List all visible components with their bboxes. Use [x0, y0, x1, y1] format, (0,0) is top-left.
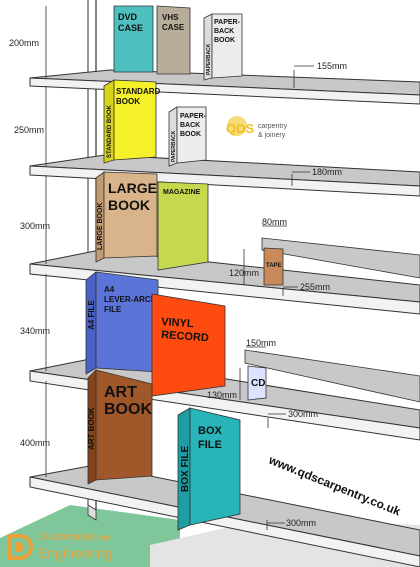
- qds-logo-tag1: carpentry: [258, 123, 288, 130]
- paperback-2-label-2: BACK: [180, 122, 200, 129]
- a4-file-label-1: A4: [104, 285, 115, 294]
- tape-label: TAPE: [266, 263, 282, 269]
- dvd-case: DVD CASE: [113, 5, 154, 73]
- engineering-discoveries-logo-icon: [8, 534, 33, 560]
- vhs-label-2: CASE: [162, 23, 185, 32]
- dvd-label-2: CASE: [118, 23, 143, 33]
- box-file-spine: BOX FILE: [180, 446, 191, 492]
- dvd-label-1: DVD: [118, 12, 138, 22]
- paperback-top-label-2: BACK: [214, 28, 234, 35]
- dim-255: 255mm: [300, 282, 330, 292]
- dim-155: 155mm: [317, 61, 347, 71]
- a4-lever-arch-file: A4 LEVER-ARCH FILE A4 FILE: [85, 271, 159, 375]
- magazine: MAGAZINE: [157, 181, 209, 271]
- vhs-case: VHS CASE: [156, 5, 191, 75]
- a4-file-label-3: FILE: [104, 305, 122, 314]
- dim-400: 400mm: [20, 438, 50, 448]
- large-book-label-2: BOOK: [108, 197, 150, 213]
- cd-case: CD: [247, 365, 267, 401]
- standard-book-label-2: BOOK: [116, 97, 140, 106]
- dim-300: 300mm: [20, 221, 50, 231]
- dim-300a: 300mm: [288, 409, 318, 419]
- dim-150: 150mm: [246, 338, 276, 348]
- dim-callouts: [239, 65, 314, 530]
- a4-file-label-2: LEVER-ARCH: [104, 295, 157, 304]
- paperback-top-spine: PAPERBACK: [206, 43, 212, 75]
- paperback-book-top: PAPER- BACK BOOK PAPERBACK: [203, 13, 243, 81]
- dim-180: 180mm: [312, 167, 342, 177]
- cd-label: CD: [251, 378, 265, 389]
- watermark-line1: Discoveries.com: [38, 531, 113, 543]
- paperback-top-label-3: BOOK: [214, 37, 235, 44]
- standard-book-label-1: STANDARD: [116, 87, 161, 96]
- qds-logo: QDS carpentry & joinery: [226, 116, 288, 139]
- large-book: LARGE BOOK LARGE BOOK: [95, 171, 158, 263]
- paperback-2-label-3: BOOK: [180, 131, 201, 138]
- vinyl-record: VINYL RECORD: [151, 293, 226, 397]
- large-book-label-1: LARGE: [108, 180, 157, 196]
- watermark-line2: Engineering: [38, 545, 113, 561]
- qds-logo-text: QDS: [226, 121, 255, 136]
- box-file: BOX FILE BOX FILE: [177, 407, 241, 531]
- standard-book: STANDARD BOOK STANDARD BOOK: [103, 79, 161, 164]
- large-book-spine: LARGE BOOK: [97, 203, 104, 250]
- paperback-2-spine: PAPERBACK: [171, 130, 177, 162]
- watermark: Discoveries.com Engineering: [2, 528, 152, 566]
- vinyl-label-1: VINYL: [161, 316, 194, 330]
- dim-250: 250mm: [14, 125, 44, 135]
- magazine-label: MAGAZINE: [163, 189, 201, 196]
- paperback-top-label-1: PAPER-: [214, 19, 241, 26]
- dim-300b: 300mm: [286, 518, 316, 528]
- paperback-2-label-1: PAPER-: [180, 113, 207, 120]
- vhs-label-1: VHS: [162, 13, 179, 22]
- paperback-book-2: PAPER- BACK BOOK PAPERBACK: [168, 106, 207, 167]
- standard-book-spine: STANDARD BOOK: [107, 104, 113, 158]
- art-book-label-1: ART: [104, 384, 137, 401]
- dim-80: 80mm: [262, 217, 287, 227]
- dim-200: 200mm: [9, 38, 39, 48]
- tape: TAPE: [263, 247, 284, 286]
- box-file-label-1: BOX: [198, 425, 223, 437]
- art-book-label-2: BOOK: [104, 401, 152, 418]
- vinyl-label-2: RECORD: [161, 329, 209, 344]
- dim-130: 130mm: [207, 390, 237, 400]
- floor-grass: [0, 505, 180, 567]
- art-book: ART BOOK ART BOOK: [87, 369, 152, 485]
- plinth: [87, 504, 97, 521]
- box-file-label-2: FILE: [198, 439, 222, 451]
- dim-120: 120mm: [229, 268, 259, 278]
- qds-logo-tag2: & joinery: [258, 132, 286, 139]
- a4-file-spine: A4 FILE: [87, 300, 96, 330]
- art-book-spine: ART BOOK: [87, 407, 96, 450]
- dim-340: 340mm: [20, 326, 50, 336]
